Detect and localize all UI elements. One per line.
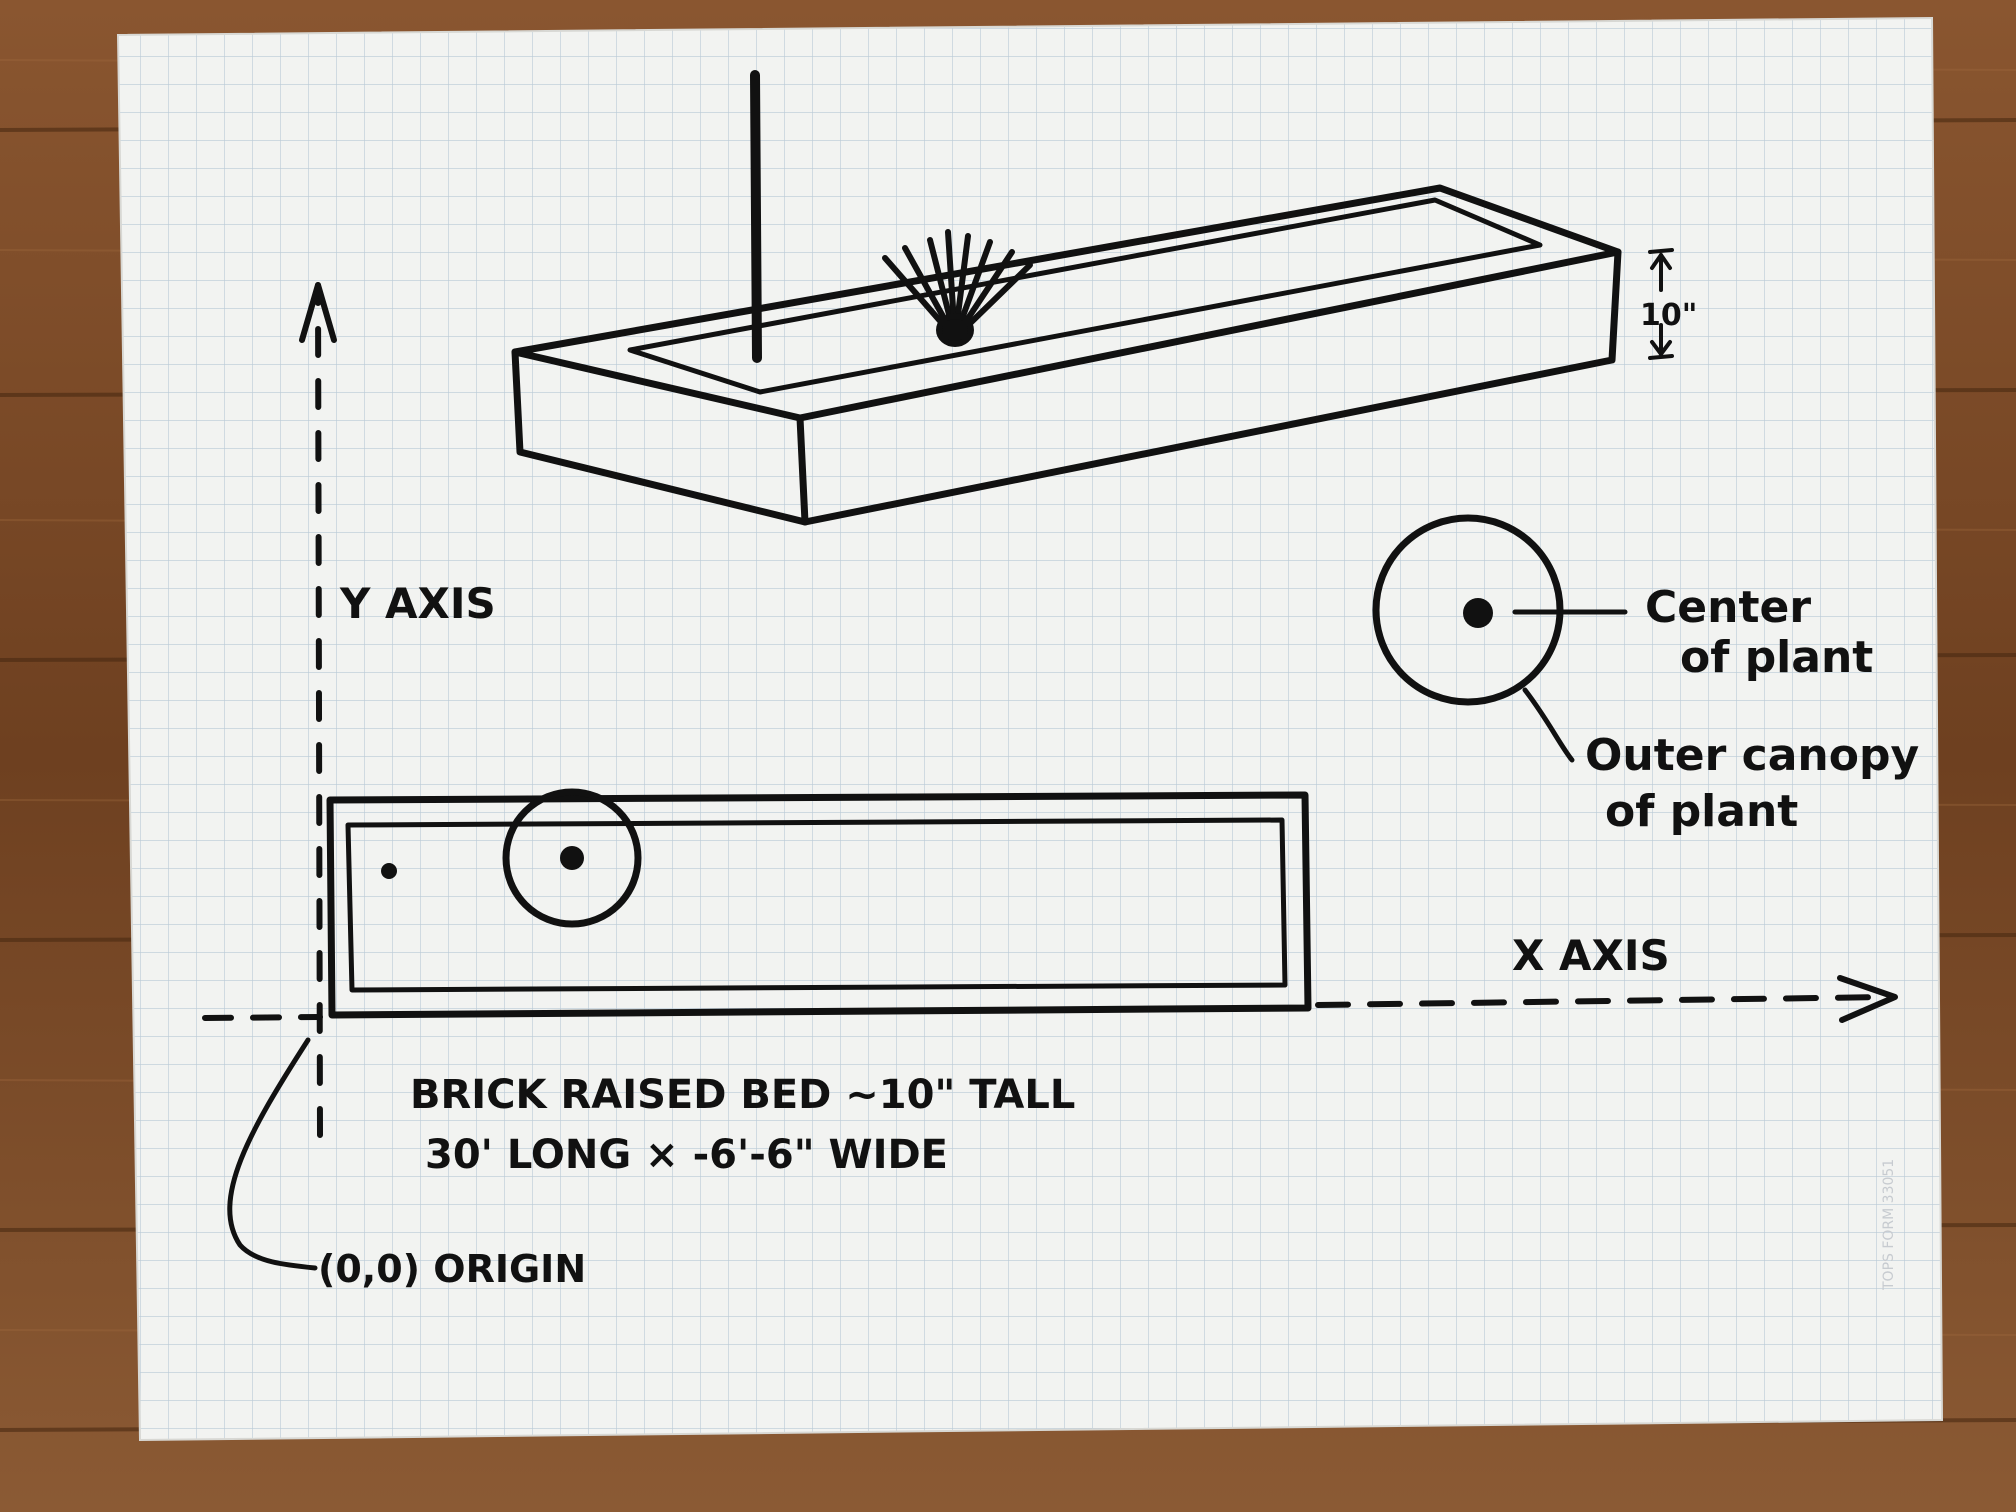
legend-center-dot: [1463, 598, 1493, 628]
legend-center-line1: Center: [1645, 582, 1811, 633]
plant-canopy-circle: [502, 788, 642, 928]
graph-paper: [116, 16, 1944, 1442]
bed-description-line2: 30' LONG × -6'-6" WIDE: [425, 1132, 948, 1178]
x-axis-label: X AXIS: [1512, 931, 1670, 980]
legend-center-line2: of plant: [1680, 632, 1873, 683]
plant-tuft-icon: [882, 229, 1033, 347]
y-axis-label: Y AXIS: [339, 579, 496, 628]
plant-legend: [1372, 514, 1628, 763]
y-axis-arrow-icon: [299, 282, 337, 343]
raised-bed-plan-view: [326, 788, 1312, 1019]
y-axis: [299, 282, 337, 1138]
paper-margin-print: TOPS FORM 33051: [1881, 1159, 1897, 1291]
reference-point-dot: [381, 863, 397, 879]
x-axis: [202, 975, 1898, 1023]
legend-canopy-line2: of plant: [1605, 786, 1798, 837]
bed-outer-wall: [326, 791, 1312, 1019]
origin-label: (0,0) ORIGIN: [318, 1247, 586, 1291]
x-axis-arrow-icon: [1837, 975, 1898, 1023]
height-dim-label: 10": [1640, 298, 1697, 333]
bed-description-line1: BRICK RAISED BED ~10" TALL: [410, 1072, 1075, 1118]
legend-canopy-leader: [1522, 687, 1575, 763]
stake-pole: [750, 70, 762, 363]
bed-inner-edge: [345, 817, 1288, 993]
origin-leader-line: [227, 1037, 318, 1271]
raised-bed-3d-sketch: [511, 70, 1674, 526]
legend-canopy-line1: Outer canopy: [1585, 730, 1919, 781]
plant-center-dot: [560, 846, 584, 870]
height-dimension: [1648, 248, 1674, 360]
